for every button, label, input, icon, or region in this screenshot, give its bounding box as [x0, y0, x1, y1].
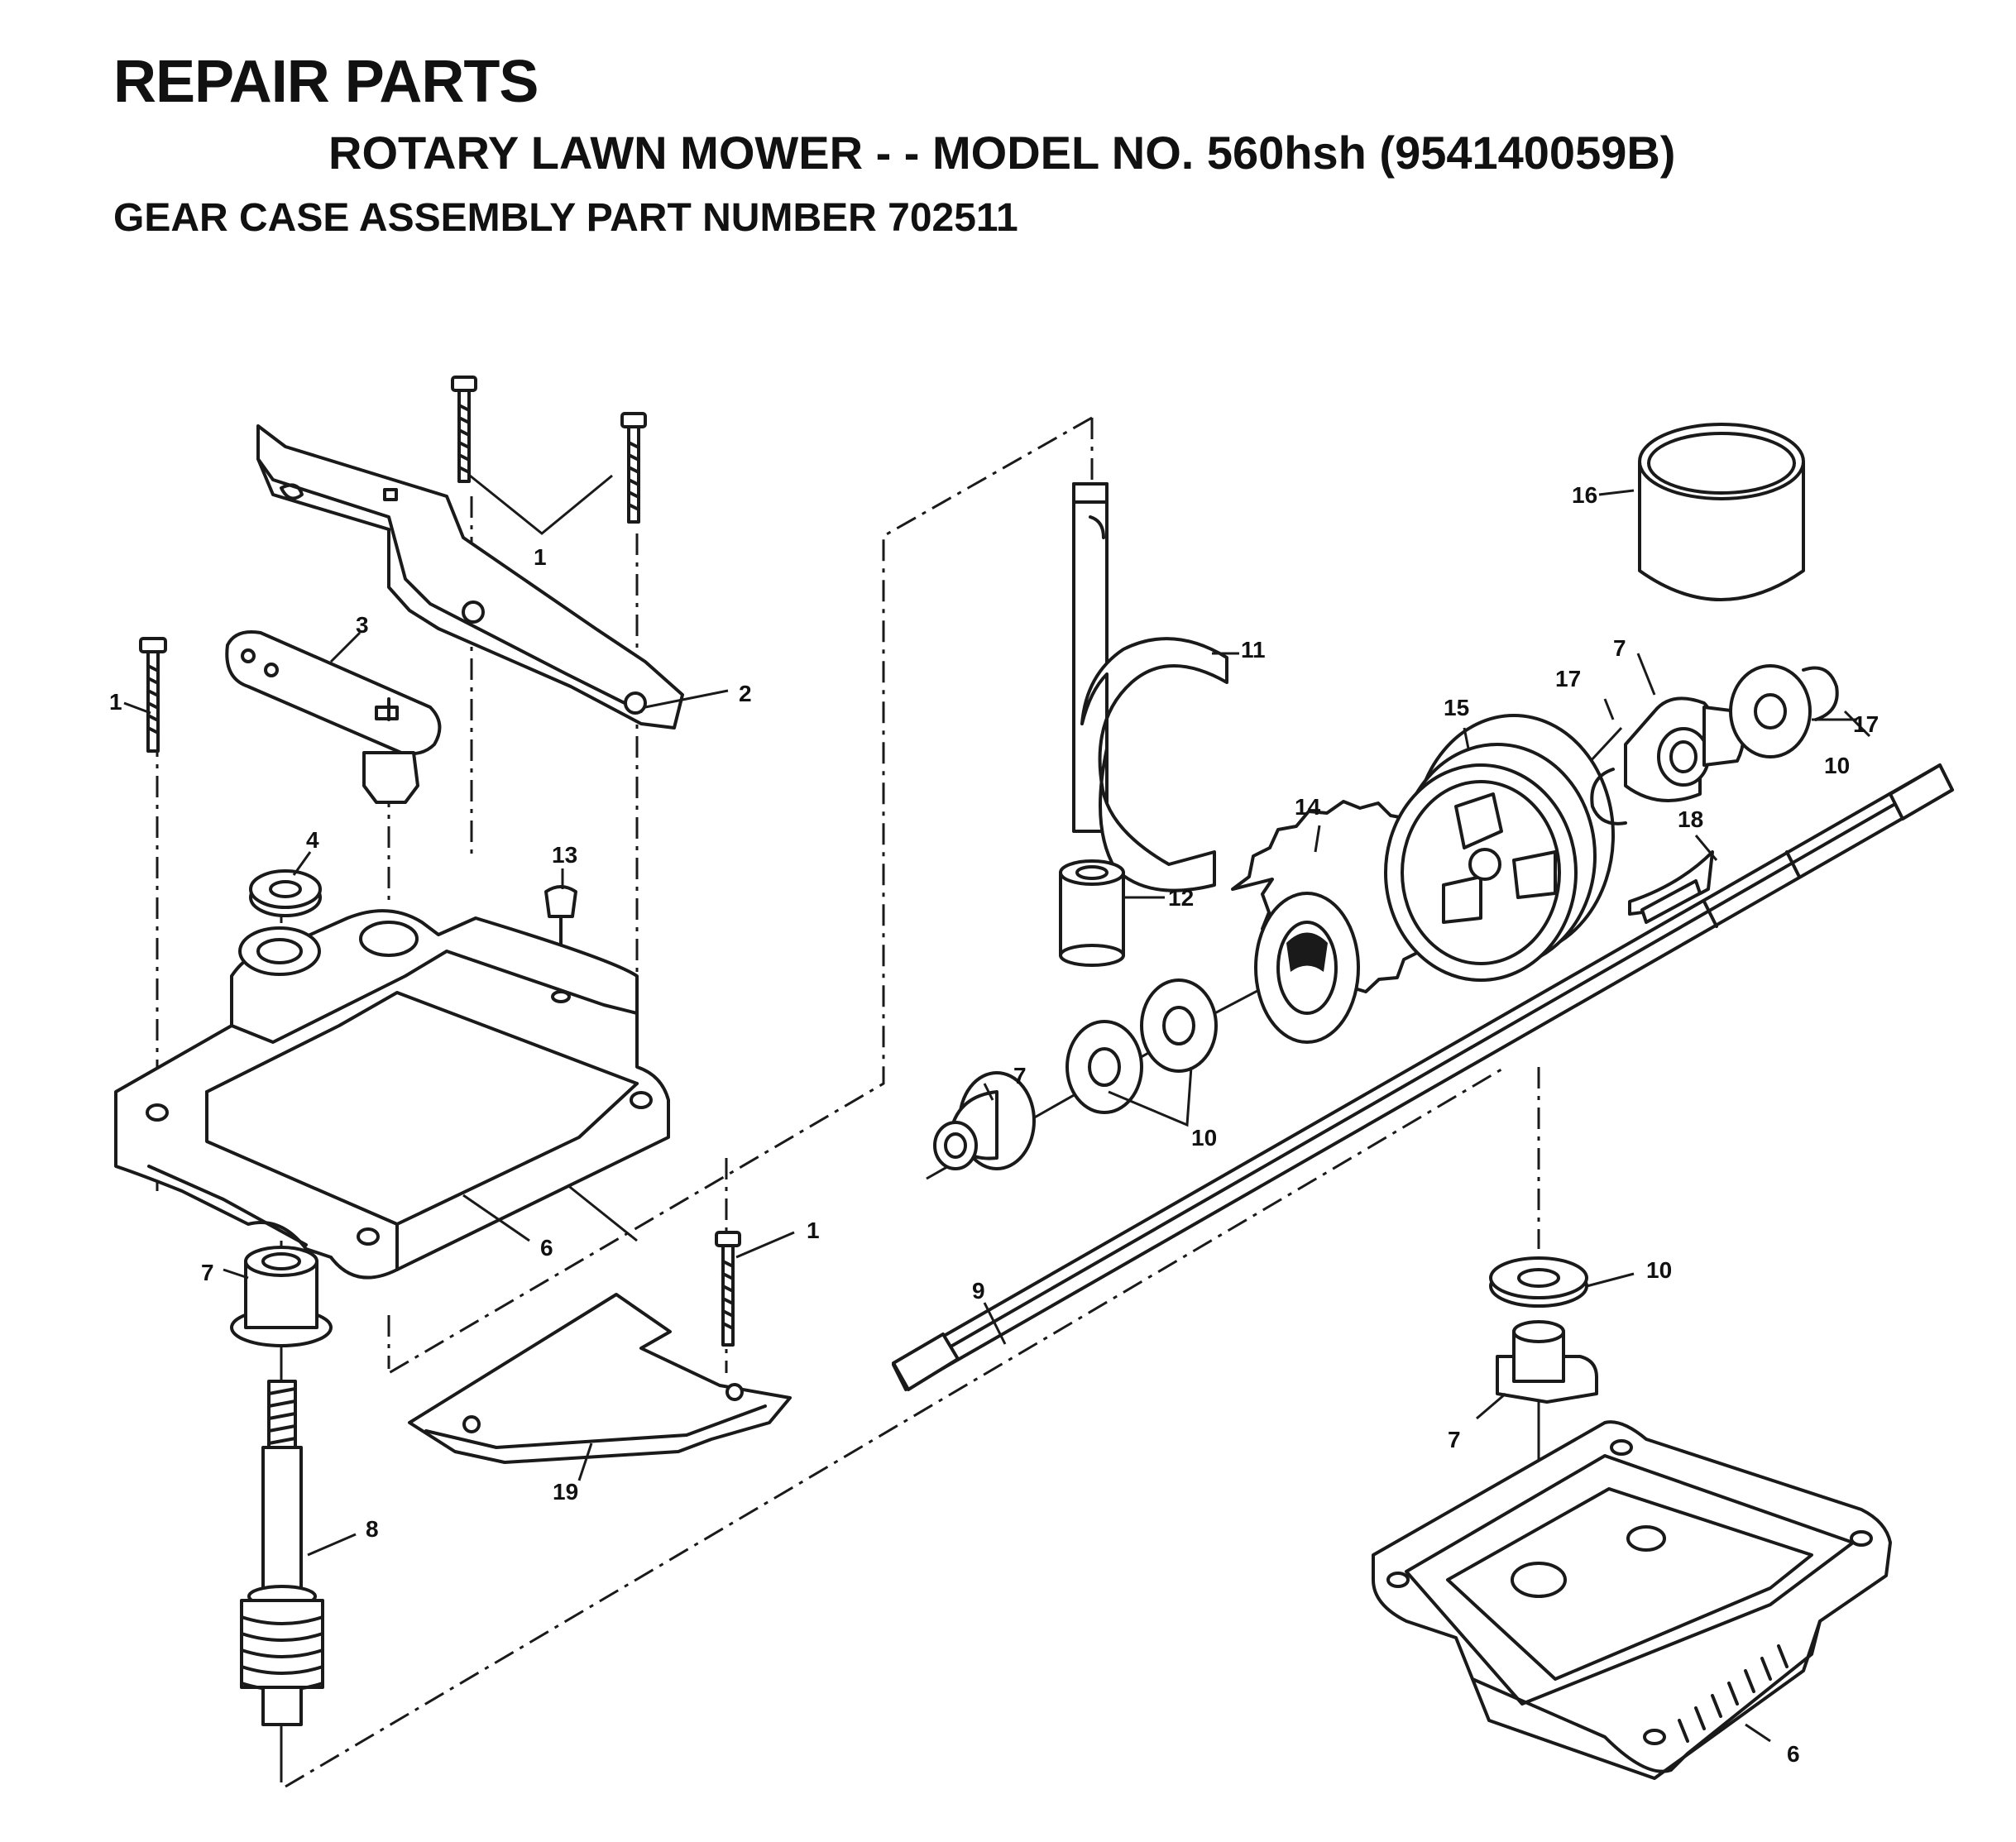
callout-17-left: 17 — [1555, 666, 1581, 691]
callout-14: 14 — [1295, 794, 1321, 820]
washer-part-10-top — [1729, 664, 1812, 758]
callout-10-top: 10 — [1824, 753, 1850, 778]
spacer-part-12 — [1059, 859, 1125, 967]
clutch-drum-part-15 — [1384, 714, 1615, 982]
callout-6-case: 6 — [540, 1235, 553, 1261]
callout-1-left: 1 — [109, 689, 122, 715]
page-title: REPAIR PARTS — [113, 49, 539, 115]
bushing-part-7-lower — [1496, 1320, 1598, 1404]
washer-part-10-mid-b — [1140, 978, 1218, 1073]
callout-10-lower: 10 — [1646, 1257, 1672, 1283]
screw-part-1-top-left — [451, 376, 477, 483]
screw-part-1-bottom — [715, 1231, 741, 1347]
callout-2: 2 — [739, 681, 752, 706]
bracket-plate-part-2 — [256, 424, 684, 730]
main-shaft-part-9 — [892, 763, 1954, 1391]
callout-7-left: 7 — [201, 1260, 214, 1285]
callout-17-right: 17 — [1853, 711, 1879, 737]
gear-case-lower-part-6 — [1372, 1420, 1892, 1780]
callout-18: 18 — [1678, 806, 1703, 832]
bushing-part-7-mid — [933, 1071, 1036, 1170]
assembly-heading: GEAR CASE ASSEMBLY PART NUMBER 702511 — [113, 196, 1018, 240]
worm-shaft-part-8 — [240, 1380, 324, 1726]
callout-12: 12 — [1168, 885, 1194, 911]
callout-11: 11 — [1241, 637, 1266, 663]
leader-lines — [123, 474, 1871, 1743]
callout-7-mid: 7 — [1013, 1063, 1027, 1088]
retaining-ring-part-17-right — [1802, 666, 1839, 721]
callout-16: 16 — [1572, 482, 1597, 508]
callout-15: 15 — [1444, 695, 1469, 720]
screw-part-1-top-right — [620, 412, 647, 524]
callout-10-mid: 10 — [1191, 1125, 1217, 1151]
callout-13: 13 — [552, 842, 577, 868]
washer-part-10-mid-a — [1065, 1020, 1143, 1114]
shift-fork-part-11 — [1072, 482, 1228, 892]
cap-part-16 — [1638, 423, 1805, 601]
screw-part-1-left — [139, 637, 167, 753]
callout-6-lower: 6 — [1787, 1741, 1800, 1767]
callout-19: 19 — [553, 1479, 578, 1505]
gear-case-upper-part-6 — [114, 909, 670, 1280]
callout-8: 8 — [366, 1516, 379, 1542]
callout-7-lower: 7 — [1448, 1427, 1461, 1452]
callout-4: 4 — [306, 827, 319, 853]
bushing-part-7-top — [1624, 696, 1745, 802]
model-subtitle: ROTARY LAWN MOWER - - MODEL NO. 560hsh (… — [328, 127, 1676, 179]
callout-7-top: 7 — [1613, 635, 1626, 661]
callout-9: 9 — [972, 1278, 985, 1304]
lever-part-3 — [225, 630, 442, 804]
plate-part-19 — [408, 1293, 792, 1464]
washer-part-4 — [249, 869, 322, 917]
retaining-ring-part-17-left — [1590, 768, 1627, 825]
callout-1-top: 1 — [534, 544, 547, 570]
callout-1-bottom: 1 — [807, 1218, 820, 1243]
bushing-part-7-left — [230, 1246, 333, 1347]
callout-3: 3 — [356, 612, 369, 638]
washer-part-10-lower — [1489, 1256, 1588, 1308]
callout-labels: 1 1 1 2 3 4 6 6 7 7 7 7 8 9 10 10 10 11 … — [109, 482, 1879, 1767]
